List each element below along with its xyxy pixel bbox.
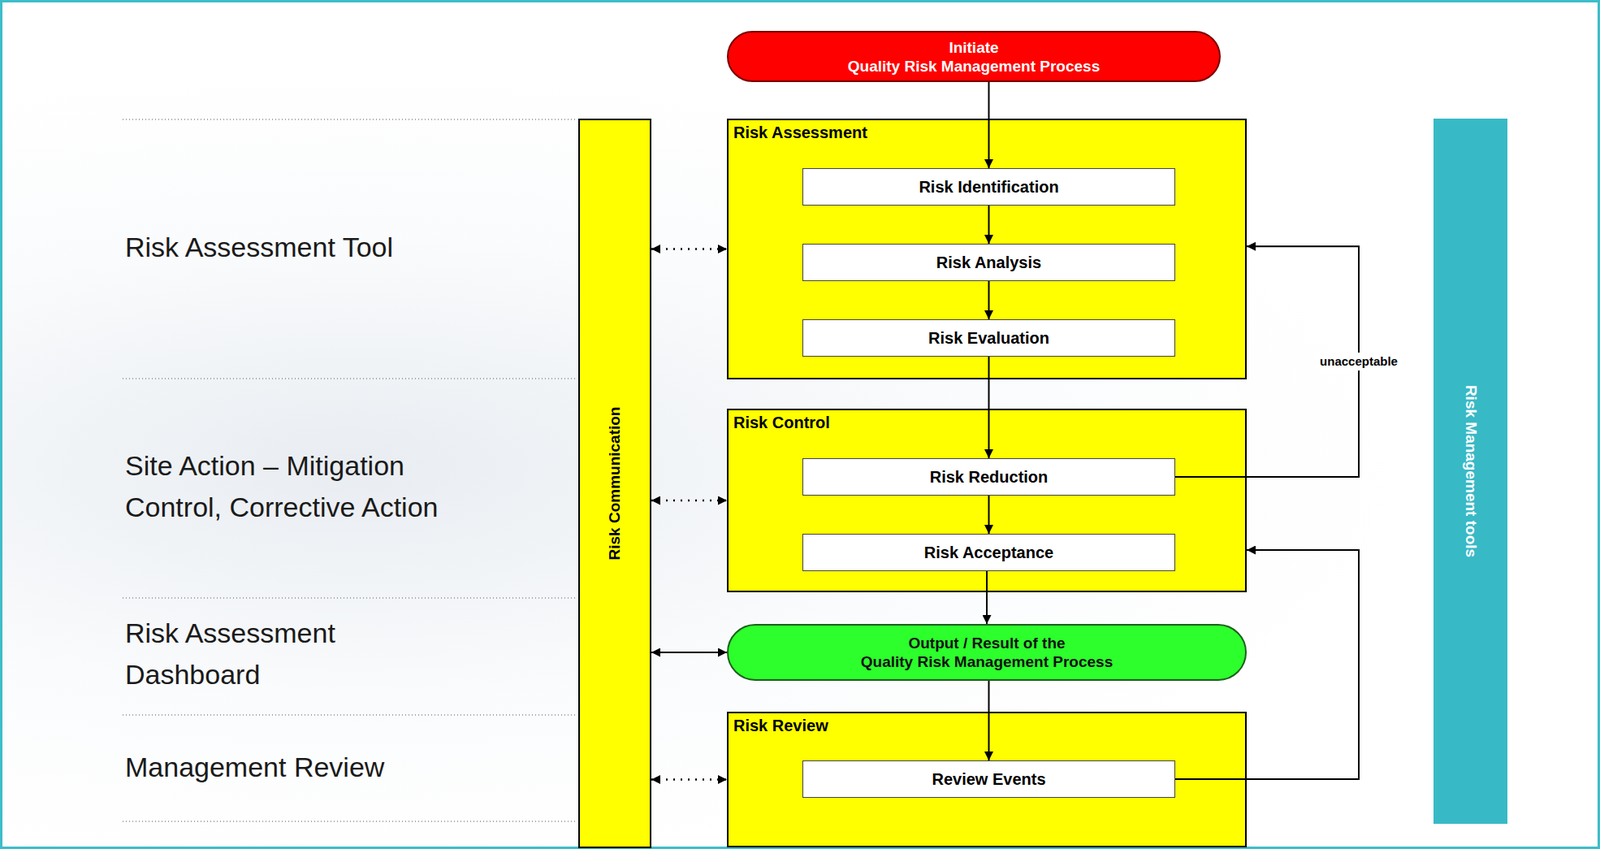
flow-arrow [988,495,991,534]
stage-group: Risk ReviewReview Events [726,711,1247,848]
communication-link [651,247,727,251]
side-bar: Risk Communication [578,118,652,848]
row-divider [122,713,578,716]
flow-arrow [988,356,991,459]
tools-bar: Risk Management tools [1433,118,1508,824]
group-heading: Risk Control [733,413,831,432]
edge-label: unacceptable [1317,352,1401,371]
terminal-text: Quality Risk Management Process [847,56,1100,76]
row-divider [122,377,578,380]
group-heading: Risk Review [733,716,829,735]
process-box: Risk Analysis [802,243,1176,282]
side-label-holder: Management Review [125,746,564,788]
process-label: Risk Analysis [936,252,1042,273]
bar-title: Risk Communication [605,406,624,561]
process-label: Risk Acceptance [924,542,1054,563]
row-label: Management Review [125,746,564,788]
process-box: Review Events [802,760,1176,798]
row-divider [122,596,578,599]
terminal-text: Output / Result of the [908,633,1065,653]
communication-link [651,651,727,653]
process-box: Risk Evaluation [802,319,1176,357]
process-label: Review Events [931,769,1046,789]
row-divider [122,820,578,822]
group-heading: Risk Assessment [733,123,868,142]
communication-link [651,499,727,502]
row-divider [122,118,578,121]
row-label: Site Action – Mitigation Control, Correc… [125,445,483,528]
stage-group: Risk AssessmentRisk IdentificationRisk A… [726,118,1247,380]
row-label: Risk Assessment Dashboard [125,612,394,696]
bar-title: Risk Management tools [1461,384,1480,558]
process-label: Risk Evaluation [928,328,1050,348]
stage-group: Risk ControlRisk ReductionRisk Acceptanc… [726,408,1247,593]
terminal-text: Initiate [948,38,999,57]
process-box: Risk Acceptance [802,533,1176,571]
process-box: Risk Reduction [802,458,1176,496]
side-label-holder: Risk Assessment Dashboard [125,612,394,696]
flow-arrow [985,570,988,624]
row-label: Risk Assessment Tool [125,226,580,269]
row-dividers [122,119,578,822]
side-label-holder: Site Action – Mitigation Control, Correc… [125,445,483,528]
process-box: Risk Identification [802,168,1176,206]
end-terminal: Output / Result of theQuality Risk Manag… [726,623,1247,681]
flow-arrow [988,680,991,761]
process-label: Risk Reduction [929,467,1049,487]
flow-arrow [988,82,991,169]
edge-label-holder: unacceptable [1317,352,1401,371]
flow-arrow [988,205,991,244]
side-label-holder: Risk Assessment Tool [125,226,580,269]
start-terminal: InitiateQuality Risk Management Process [726,30,1221,83]
communication-link [651,778,727,781]
terminal-text: Quality Risk Management Process [860,652,1113,671]
process-label: Risk Identification [918,177,1059,197]
flow-arrow [988,281,991,320]
